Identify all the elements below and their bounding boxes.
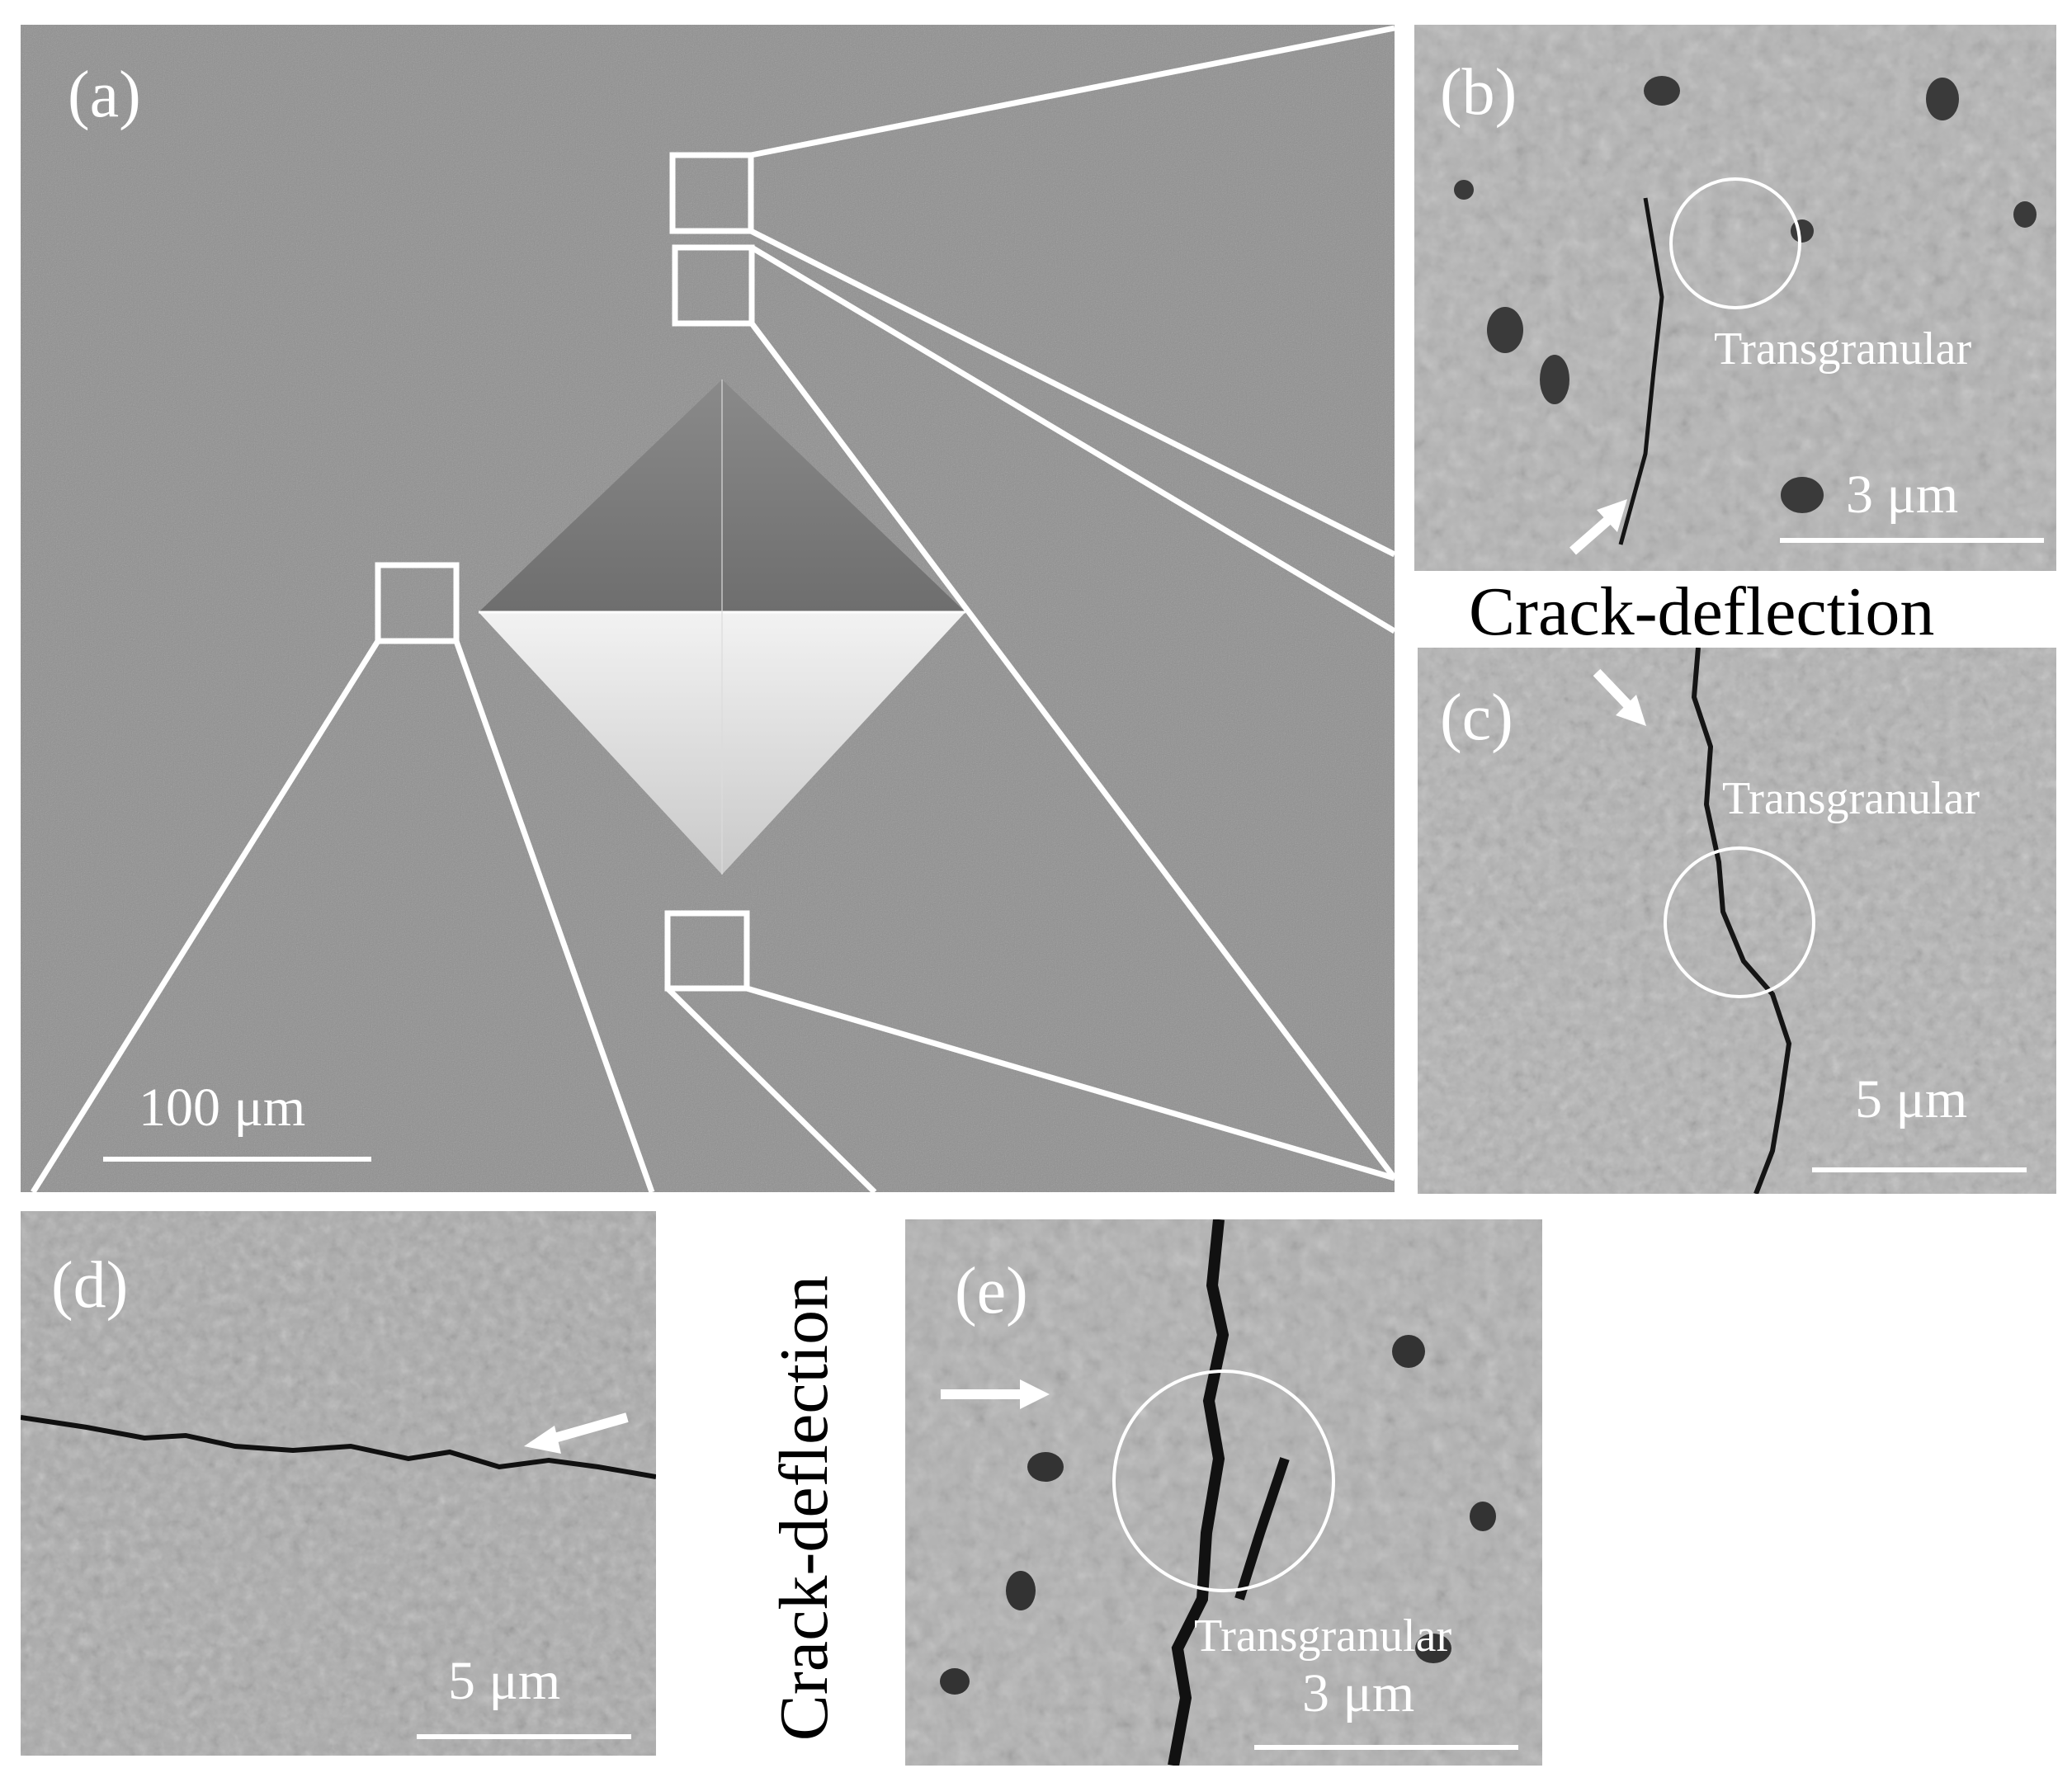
panel-a-label: (a) (68, 59, 141, 131)
panel-e-image (905, 1219, 1542, 1766)
caption-crack-deflection-vertical: Crack-deflection (766, 1275, 842, 1742)
transgranular-label-c: Transgranular (1722, 773, 1980, 824)
scale-label-a: 100 μm (139, 1077, 306, 1138)
panel-d-image (21, 1211, 656, 1756)
panel-c-label: (c) (1440, 681, 1513, 754)
panel-d-texture (21, 1211, 656, 1756)
panel-b-label: (b) (1440, 56, 1517, 129)
scale-bar-d (417, 1734, 631, 1739)
panel-a-texture (21, 25, 1395, 1192)
scale-label-d: 5 μm (448, 1651, 561, 1711)
scale-bar-b (1780, 538, 2044, 543)
caption-crack-deflection-horizontal: Crack-deflection (1469, 573, 1935, 650)
scale-bar-e (1254, 1745, 1518, 1750)
scale-label-c: 5 μm (1855, 1069, 1968, 1129)
transgranular-label-b: Transgranular (1714, 323, 1972, 375)
scale-label-e: 3 μm (1302, 1663, 1415, 1723)
scale-bar-c (1812, 1167, 2027, 1172)
panel-e-label: (e) (955, 1255, 1028, 1327)
transgranular-label-e: Transgranular (1194, 1610, 1452, 1662)
scale-bar-a (103, 1157, 371, 1162)
panel-a-indentation-image (21, 25, 1395, 1192)
scale-label-b: 3 μm (1846, 464, 1959, 525)
panel-e-texture (905, 1219, 1542, 1766)
panel-d-label: (d) (51, 1249, 129, 1322)
